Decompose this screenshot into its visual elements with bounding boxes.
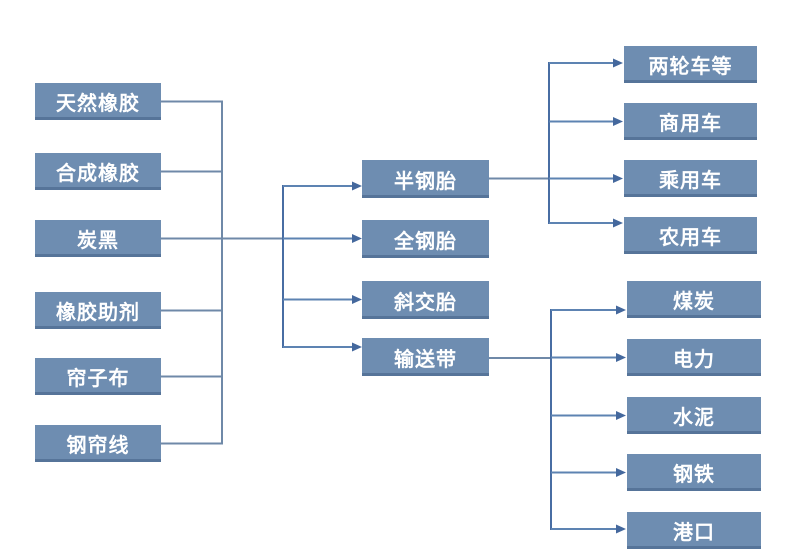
materials-bus-lines [161, 100, 283, 445]
node-bias-tire: 斜交胎 [362, 281, 489, 319]
node-all-steel-tire: 全钢胎 [362, 220, 489, 258]
node-steel-cord: 钢帘线 [35, 425, 161, 462]
node-cord-fabric: 帘子布 [35, 358, 161, 395]
node-commercial-vehicles: 商用车 [624, 103, 757, 140]
node-two-wheelers: 两轮车等 [624, 46, 757, 83]
node-coal: 煤炭 [627, 281, 761, 318]
node-semi-steel-tire: 半钢胎 [362, 160, 489, 198]
node-port: 港口 [627, 512, 761, 549]
node-cement: 水泥 [627, 397, 761, 434]
tire-market-arrows [549, 58, 623, 228]
product-link-lines [489, 177, 551, 359]
node-rubber-additives: 橡胶助剂 [35, 292, 161, 329]
node-agricultural-vehicles: 农用车 [624, 217, 757, 254]
node-passenger-vehicles: 乘用车 [624, 160, 757, 197]
node-steel: 钢铁 [627, 454, 761, 491]
product-arrows [283, 181, 362, 352]
node-conveyor-belt: 输送带 [362, 338, 489, 376]
node-electric-power: 电力 [627, 339, 761, 376]
node-carbon-black: 炭黑 [35, 220, 161, 257]
bus-lines [282, 62, 552, 530]
conveyor-market-arrows [551, 305, 626, 534]
node-synthetic-rubber: 合成橡胶 [35, 153, 161, 190]
node-natural-rubber: 天然橡胶 [35, 83, 161, 120]
